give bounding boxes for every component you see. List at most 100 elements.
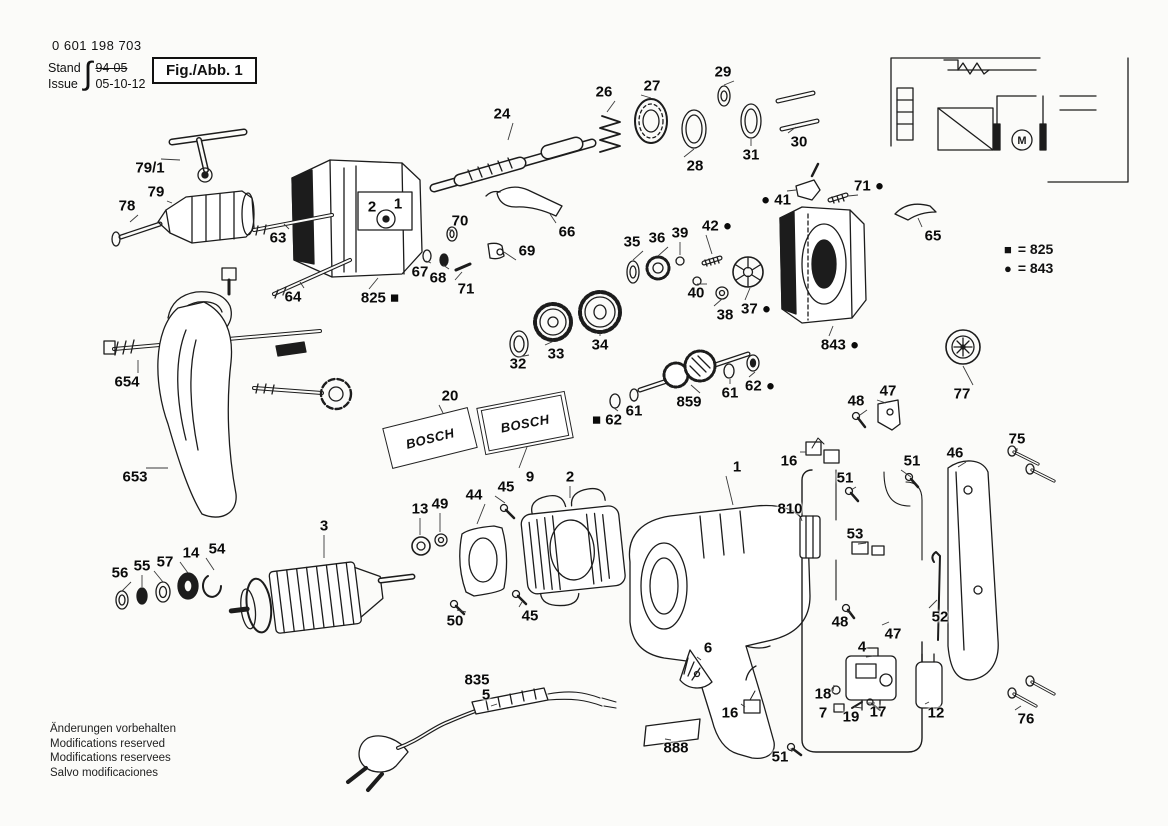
revision-block: Stand Issue ∫ 94-05 05-10-12 <box>48 55 145 96</box>
part-label: 40 <box>687 284 705 302</box>
stand-label: Stand <box>48 60 81 75</box>
square-symbol: ■ <box>1004 242 1012 257</box>
part-label: 45 <box>521 607 539 625</box>
part-label: 843 ● <box>820 336 860 354</box>
part-label: 77 <box>953 385 971 403</box>
part-label: 7 <box>818 704 828 722</box>
part-label: 1 <box>732 458 742 476</box>
part-label: 888 <box>663 739 689 757</box>
part-label: 26 <box>595 83 613 101</box>
part-label: 66 <box>558 223 576 241</box>
part-label: 4 <box>857 638 867 656</box>
part-label: 76 <box>1017 710 1035 728</box>
part-label: 46 <box>946 444 964 462</box>
stand-value: 94-05 <box>95 60 128 75</box>
part-label: 63 <box>269 229 287 247</box>
issue-label: Issue <box>48 76 78 91</box>
part-label: 62 ● <box>745 377 775 395</box>
part-label: 75 <box>1008 430 1026 448</box>
part-label: 16 <box>780 452 798 470</box>
part-label: 44 <box>465 486 483 504</box>
part-label: 42 ● <box>702 217 732 235</box>
part-label: 79 <box>147 183 165 201</box>
part-label: 71 <box>457 280 475 298</box>
legend-text-843: = 843 <box>1017 260 1054 276</box>
part-label: 31 <box>742 146 760 164</box>
legend-row-843: ● = 843 <box>1004 259 1053 278</box>
bosch-logo-text: BOSCH <box>404 424 456 452</box>
part-label: 47 <box>879 382 897 400</box>
part-label: 61 <box>625 402 643 420</box>
part-label: 48 <box>831 613 849 631</box>
part-label: 1 <box>393 195 403 213</box>
legend: ■ = 825 ● = 843 <box>1004 240 1053 278</box>
issue-value: 05-10-12 <box>95 76 146 91</box>
part-label: 55 <box>133 557 151 575</box>
part-label: 52 <box>931 608 949 626</box>
part-label: 57 <box>156 553 174 571</box>
part-label: 33 <box>547 345 565 363</box>
part-label: 35 <box>623 233 641 251</box>
part-label: 3 <box>319 517 329 535</box>
part-label: 36 <box>648 229 666 247</box>
part-label: 16 <box>721 704 739 722</box>
legend-row-825: ■ = 825 <box>1004 240 1053 259</box>
part-label: 6 <box>703 639 713 657</box>
part-label: 69 <box>518 242 536 260</box>
document-number: 0 601 198 703 <box>52 38 142 53</box>
part-label: 61 <box>721 384 739 402</box>
notice-line-fr: Modifications reservees <box>50 752 171 764</box>
part-label: 39 <box>671 224 689 242</box>
part-label: 49 <box>431 495 449 513</box>
figure-label: Fig./Abb. 1 <box>152 57 257 84</box>
part-label: ● 41 <box>761 191 791 209</box>
part-label: 20 <box>441 387 459 405</box>
part-label: 30 <box>790 133 808 151</box>
part-label: 5 <box>481 686 491 704</box>
part-label: 54 <box>208 540 226 558</box>
part-label: 18 <box>814 685 832 703</box>
part-label: 51 <box>903 452 921 470</box>
part-label: 2 <box>565 468 575 486</box>
part-label: 13 <box>411 500 429 518</box>
part-label: 28 <box>686 157 704 175</box>
notice-line-en: Modifications reserved <box>50 737 166 750</box>
part-label: 825 ■ <box>360 289 400 307</box>
part-label: 12 <box>927 704 945 722</box>
part-label: 835 <box>464 671 490 689</box>
part-label: 67 <box>411 263 429 281</box>
part-label: 9 <box>525 468 535 486</box>
part-label: 27 <box>643 77 661 95</box>
part-label: 19 <box>842 708 860 726</box>
circle-symbol: ● <box>1004 261 1012 276</box>
part-label: 32 <box>509 355 527 373</box>
part-label: 56 <box>111 564 129 582</box>
part-label: 37 ● <box>741 300 771 318</box>
part-label: 78 <box>118 197 136 215</box>
bosch-logo-text: BOSCH <box>499 410 551 436</box>
part-label: 654 <box>114 373 140 391</box>
part-label: 653 <box>122 468 148 486</box>
part-label: 65 <box>924 227 942 245</box>
part-label: 17 <box>869 703 887 721</box>
legend-text-825: = 825 <box>1017 241 1054 257</box>
part-label: 47 <box>884 625 902 643</box>
part-label: 48 <box>847 392 865 410</box>
part-label: 53 <box>846 525 864 543</box>
revision-brace: ∫ <box>83 55 93 91</box>
part-label: 38 <box>716 306 734 324</box>
part-label: 45 <box>497 478 515 496</box>
part-label: 14 <box>182 544 200 562</box>
part-label: 24 <box>493 105 511 123</box>
part-label: 51 <box>836 469 854 487</box>
part-label: 71 ● <box>854 177 884 195</box>
part-label: 51 <box>771 748 789 766</box>
part-label: 2 <box>367 198 377 216</box>
part-label: ■ 62 <box>592 411 622 429</box>
notice-line-es: Salvo modificaciones <box>50 766 159 779</box>
part-label: 70 <box>451 212 469 230</box>
part-label: 859 <box>676 393 702 411</box>
part-label: 810 <box>777 500 803 518</box>
